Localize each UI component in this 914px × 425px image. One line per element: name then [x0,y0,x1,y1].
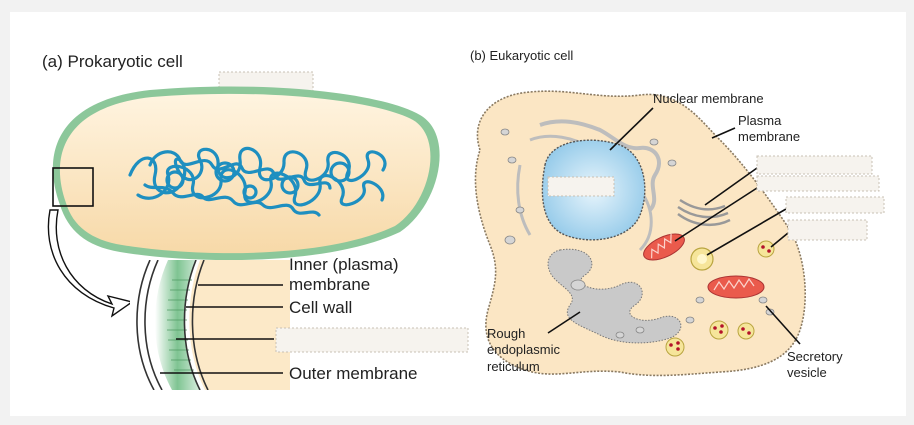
label-rough-er-1: Rough [487,326,525,341]
leader-blank-b1 [704,167,758,206]
leader-blank-b3 [706,208,787,256]
lysosome-core [697,254,707,264]
label-rough-er-2: endoplasmic [487,342,560,357]
nucleoid-dna [128,146,387,217]
blank-label-periplasm [275,327,469,353]
blank-label-b4 [787,219,868,241]
panel-b-title: (b) Eukaryotic cell [470,48,573,63]
prokaryote-cytoplasm [59,93,431,254]
label-cell-wall: Cell wall [289,298,352,317]
leader-blank-b4 [770,232,789,248]
small-vesicles [500,128,775,339]
zoom-region-box [52,167,94,207]
zoomed-envelope [130,260,290,390]
label-nuclear-membrane: Nuclear membrane [653,91,764,106]
zoom-arrow [47,209,134,318]
leader-nuclear-membrane [609,107,654,151]
blank-label-b3 [785,196,885,214]
golgi [677,198,731,227]
rough-er [516,119,682,344]
leader-rough-er [547,311,581,334]
blank-label-nucleus [547,176,615,197]
leader-blank-b2 [674,187,758,242]
label-secretory-2: vesicle [787,365,827,380]
label-inner-membrane-2: membrane [289,275,370,294]
label-plasma-membrane-1: Plasma [738,113,782,128]
mitochondrion-2 [707,275,765,299]
panel-a-title: (a) Prokaryotic cell [42,52,183,71]
leader-secretory-vesicle [765,305,801,345]
vesicle-group [665,240,775,357]
mitochondrion-1 [643,233,685,261]
blank-label-b1 [756,155,873,175]
leader-plasma-membrane [711,127,736,139]
label-inner-membrane-1: Inner (plasma) [289,255,399,274]
blank-label-b2 [756,175,880,192]
label-outer-membrane: Outer membrane [289,364,418,383]
label-rough-er-3: reticulum [487,359,540,374]
label-secretory-1: Secretory [787,349,843,364]
label-plasma-membrane-2: membrane [738,129,800,144]
